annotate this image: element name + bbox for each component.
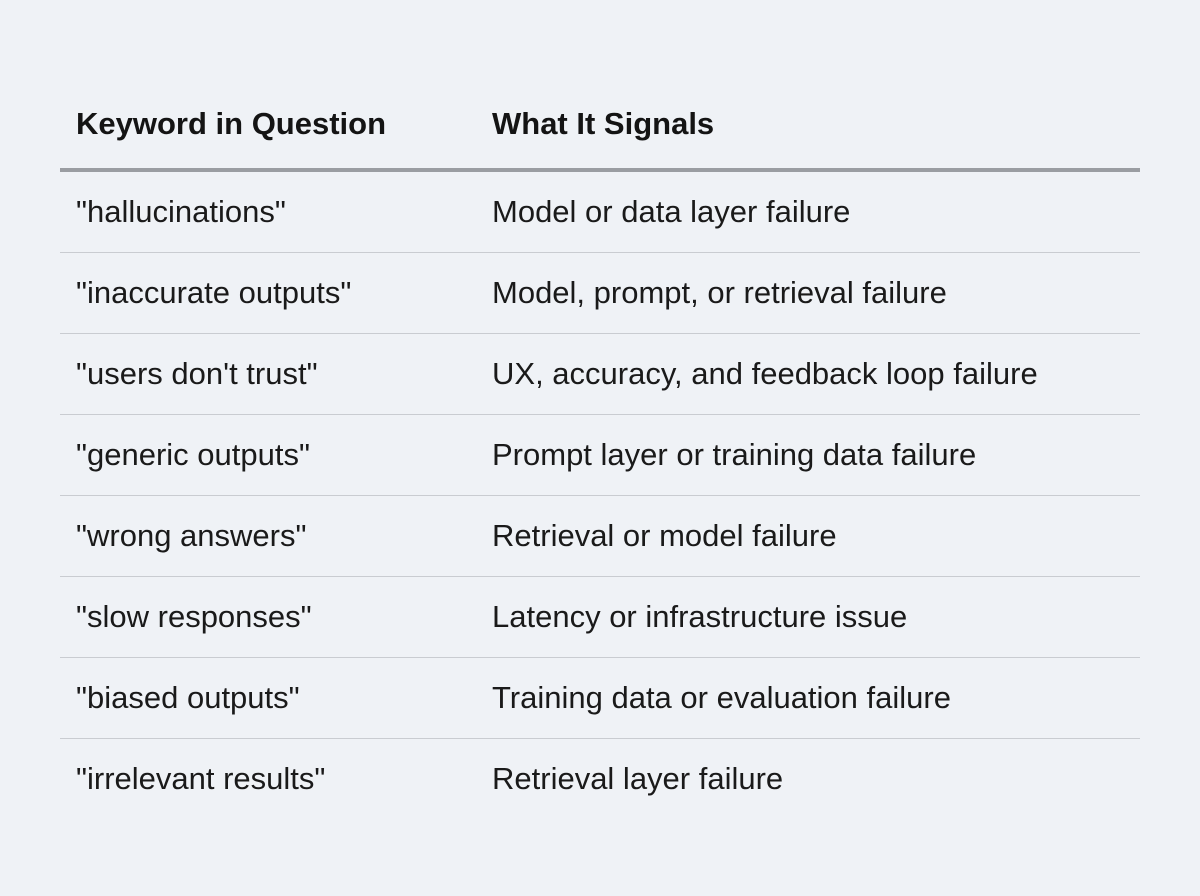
keyword-signal-table-container: Keyword in Question What It Signals "hal… — [60, 80, 1140, 819]
table-row: "irrelevant results" Retrieval layer fai… — [60, 739, 1140, 820]
keyword-cell: "inaccurate outputs" — [60, 252, 476, 334]
signal-cell: Retrieval layer failure — [492, 761, 784, 796]
signal-cell: Model, prompt, or retrieval failure — [476, 252, 1140, 334]
signal-cell: Prompt layer or training data failure — [476, 414, 1140, 496]
table-row: "inaccurate outputs" Model, prompt, or r… — [60, 252, 1140, 334]
signal-cell: Training data or evaluation failure — [476, 657, 1140, 739]
table-row: "biased outputs" Training data or evalua… — [60, 657, 1140, 739]
keyword-cell: "hallucinations" — [60, 170, 476, 253]
signal-cell: Model or data layer failure — [476, 170, 1140, 253]
keyword-cell: "users don't trust" — [60, 333, 476, 415]
table-row: "hallucinations" Model or data layer fai… — [60, 170, 1140, 253]
table-row: "wrong answers" Retrieval or model failu… — [60, 495, 1140, 577]
table-row: "generic outputs" Prompt layer or traini… — [60, 414, 1140, 496]
signal-cell: UX, accuracy, and feedback loop failure — [476, 333, 1140, 415]
keyword-cell: "slow responses" — [60, 576, 476, 658]
signal-cell: Latency or infrastructure issue — [476, 576, 1140, 658]
table-header: Keyword in Question What It Signals — [60, 80, 1140, 172]
table-row: "slow responses" Latency or infrastructu… — [60, 576, 1140, 658]
keyword-cell: "biased outputs" — [60, 657, 476, 739]
keyword-signal-table: Keyword in Question What It Signals "hal… — [60, 80, 1140, 819]
table-body: "hallucinations" Model or data layer fai… — [60, 170, 1140, 819]
header-signal: What It Signals — [476, 80, 1140, 172]
header-row: Keyword in Question What It Signals — [60, 80, 1140, 172]
keyword-cell: "irrelevant results" — [76, 761, 326, 796]
table-row: "users don't trust" UX, accuracy, and fe… — [60, 333, 1140, 415]
header-keyword: Keyword in Question — [60, 80, 476, 172]
keyword-cell: "generic outputs" — [60, 414, 476, 496]
keyword-cell: "wrong answers" — [60, 495, 476, 577]
signal-cell: Retrieval or model failure — [476, 495, 1140, 577]
